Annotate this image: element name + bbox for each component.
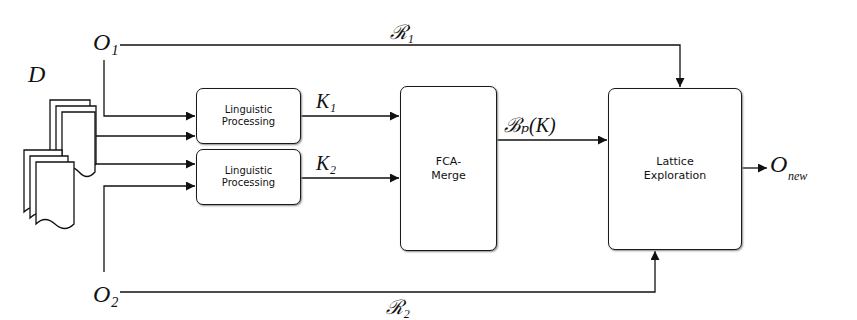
- ontology-label: O₁: [93, 30, 119, 54]
- process-box: Linguistic Processing: [196, 149, 301, 205]
- input-wire: [96, 135, 195, 136]
- context-label: K₂: [314, 153, 338, 173]
- ontology-label: O: [770, 152, 787, 176]
- context-label: K₁: [314, 91, 338, 111]
- relation-wire: [120, 45, 680, 87]
- process-box: Lattice Exploration: [608, 88, 742, 250]
- box-label: Linguistic Processing: [209, 104, 289, 129]
- ontology-label: new: [788, 170, 807, 182]
- output-wire: [742, 167, 767, 168]
- process-box: Linguistic Processing: [196, 88, 301, 144]
- relation-wire: [120, 251, 655, 292]
- relation-label: ℛ₁: [390, 22, 414, 42]
- input-wire: [104, 60, 195, 116]
- box-label: Linguistic Processing: [209, 165, 289, 190]
- document-label: D: [28, 62, 45, 86]
- process-box: FCA-Merge: [400, 86, 497, 251]
- flow-arrow: [301, 177, 399, 178]
- document-sheet: [36, 162, 74, 229]
- ontology-label: O₂: [93, 282, 119, 306]
- context-label: ℬₚ(K): [502, 115, 558, 135]
- flow-arrow: [497, 139, 607, 140]
- flow-arrow: [301, 115, 399, 116]
- box-label: Lattice Exploration: [635, 155, 715, 183]
- input-wire: [96, 163, 195, 164]
- box-label: FCA-Merge: [423, 155, 475, 183]
- relation-label: ℛ₂: [386, 297, 410, 317]
- input-wire: [104, 186, 195, 272]
